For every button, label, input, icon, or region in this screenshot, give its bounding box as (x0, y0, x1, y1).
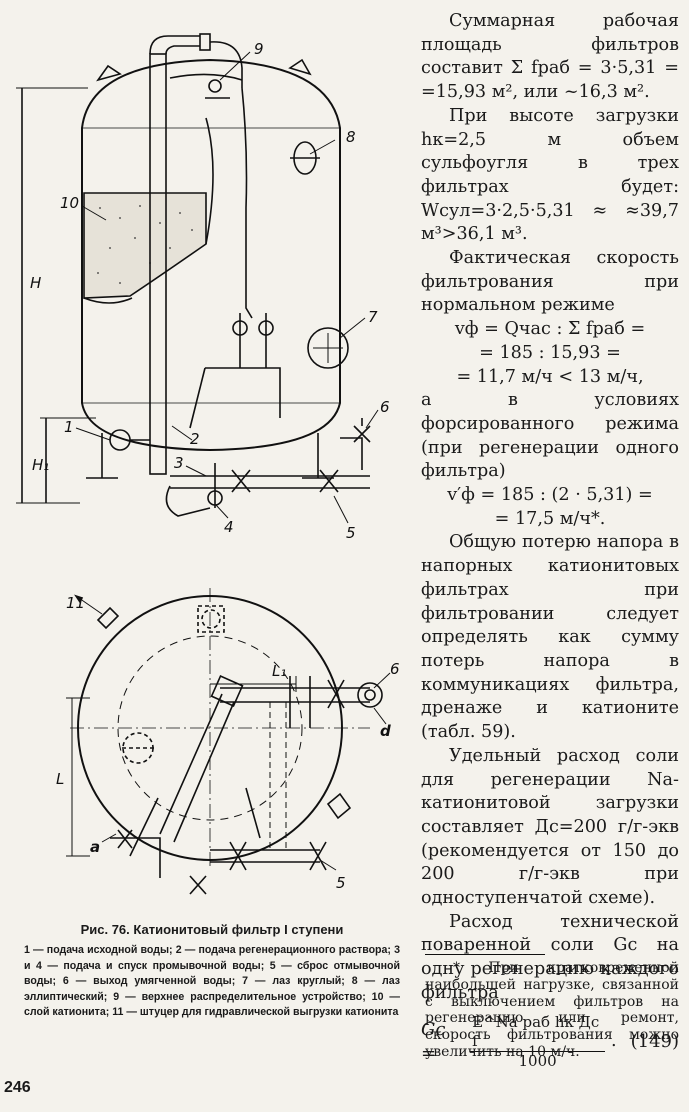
equation-speed-3: = 11,7 м/ч < 13 м/ч, (456, 366, 644, 387)
figure-caption: Рис. 76. Катионитовый фильтр I ступени 1… (24, 922, 400, 1021)
caption-legend: 1 — подача исходной воды; 2 — подача рег… (24, 944, 400, 1019)
equation-forced-2: = 17,5 м/ч*. (494, 508, 606, 529)
label-H: H (30, 274, 41, 292)
label-1: 1 (64, 418, 74, 436)
label-4: 4 (224, 518, 234, 536)
plan-view-labels: 11 6 d L L₁ a 5 (56, 594, 400, 892)
figure-76: 9 8 10 H 7 6 1 2 H₁ 3 4 5 (10, 8, 420, 913)
label-3: 3 (174, 454, 184, 472)
label-8: 8 (346, 128, 356, 146)
equation-speed-2: = 185 : 15,93 = (479, 342, 621, 363)
side-view-leaders (75, 51, 379, 524)
paragraph-actual-speed: Фактическая скорость фильтрования при но… (421, 248, 679, 316)
footnote-rule (425, 954, 545, 955)
paragraph-head-loss: Общую потерю напора в напорных катионито… (421, 532, 679, 743)
label-6-top: 6 (380, 398, 390, 416)
formula-number: (149) (630, 1030, 679, 1052)
label-L: L (56, 770, 64, 788)
side-view (16, 33, 371, 517)
formula-period: . (611, 1030, 617, 1051)
label-a: a (90, 838, 100, 856)
label-L1: L₁ (272, 662, 286, 680)
footnote-text: * При кратковременной наибольшей нагрузк… (425, 960, 679, 1060)
paragraph-load-volume: При высоте загрузки hк=2,5 м объем сульф… (421, 105, 679, 245)
caption-text: Катионитовый фильтр I ступени (133, 922, 344, 937)
formula-denominator: 1000 (518, 1051, 557, 1070)
equation-forced-1: v′ф = 185 : (2 · 5,31) = (447, 485, 653, 506)
label-H1: H₁ (32, 456, 49, 474)
paragraph-salt-consumption: Расход технической поваренной соли Gс на… (421, 911, 679, 1003)
formula-149: Gс = E^Na раб hк Дс f 1000 . (149) (421, 1013, 679, 1071)
equation-speed-1: vф = Qчас : Σ fраб = (454, 319, 646, 340)
label-5-bottom: 5 (336, 874, 346, 892)
formula-fraction: E^Na раб hк Дс f 1000 (470, 1013, 605, 1071)
label-11: 11 (66, 594, 85, 612)
paragraph-salt-rate: Удельный расход соли для регенерации Na-… (421, 745, 679, 909)
label-5-top: 5 (346, 524, 356, 542)
label-d: d (380, 722, 391, 740)
label-2: 2 (190, 430, 200, 448)
formula-numerator: E^Na раб hк Дс f (470, 1013, 605, 1052)
filter-drawing: 9 8 10 H 7 6 1 2 H₁ 3 4 5 (16, 33, 400, 895)
side-view-labels: 9 8 10 H 7 6 1 2 H₁ 3 4 5 (30, 40, 390, 542)
body-text-column: Суммарная рабочая площадь фильтров соста… (421, 10, 679, 1070)
label-7: 7 (368, 308, 378, 326)
label-6-bottom: 6 (390, 660, 400, 678)
formula-lhs: Gс = (421, 1018, 446, 1064)
caption-number: Рис. 76. (80, 922, 130, 937)
plan-view-leaders (101, 672, 391, 871)
label-10: 10 (60, 194, 79, 212)
page-number: 246 (4, 1079, 31, 1096)
caption-title: Рис. 76. Катионитовый фильтр I ступени (24, 922, 400, 937)
paragraph-filter-area: Суммарная рабочая площадь фильтров соста… (421, 11, 679, 103)
paragraph-forced-mode: а в условиях форсированного режима (при … (421, 390, 679, 482)
plan-view (66, 588, 383, 895)
label-9: 9 (254, 40, 264, 58)
footnote: * При кратковременной наибольшей нагрузк… (425, 960, 679, 1061)
